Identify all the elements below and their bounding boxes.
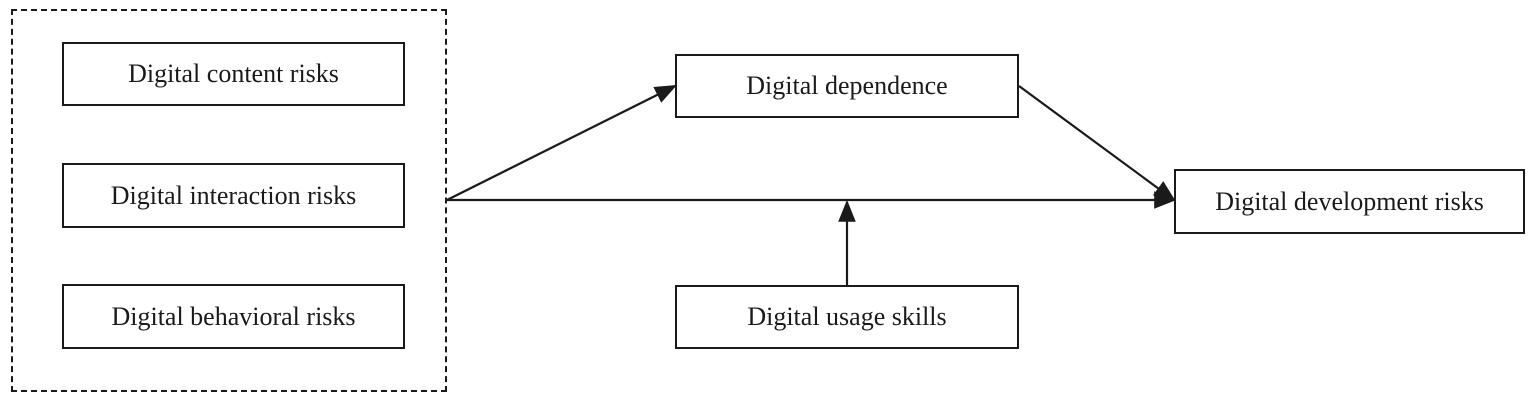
node-digital-dependence: Digital dependence bbox=[675, 54, 1019, 118]
node-label: Digital behavioral risks bbox=[111, 301, 356, 331]
edge-dependence-to-development bbox=[1018, 85, 1176, 202]
node-label: Digital development risks bbox=[1215, 186, 1484, 216]
node-label: Digital usage skills bbox=[747, 302, 947, 331]
node-digital-content-risks: Digital content risks bbox=[62, 42, 405, 106]
node-digital-behavioral-risks: Digital behavioral risks bbox=[62, 284, 405, 349]
node-label: Digital content risks bbox=[128, 59, 339, 88]
risk-group-dashed-box bbox=[11, 9, 447, 392]
node-label: Digital dependence bbox=[746, 71, 948, 100]
edge-risks-to-dependence bbox=[446, 85, 677, 201]
node-label: Digital interaction risks bbox=[110, 180, 357, 210]
node-digital-usage-skills: Digital usage skills bbox=[675, 285, 1019, 349]
node-digital-development-risks: Digital development risks bbox=[1174, 169, 1525, 234]
node-digital-interaction-risks: Digital interaction risks bbox=[62, 163, 405, 228]
